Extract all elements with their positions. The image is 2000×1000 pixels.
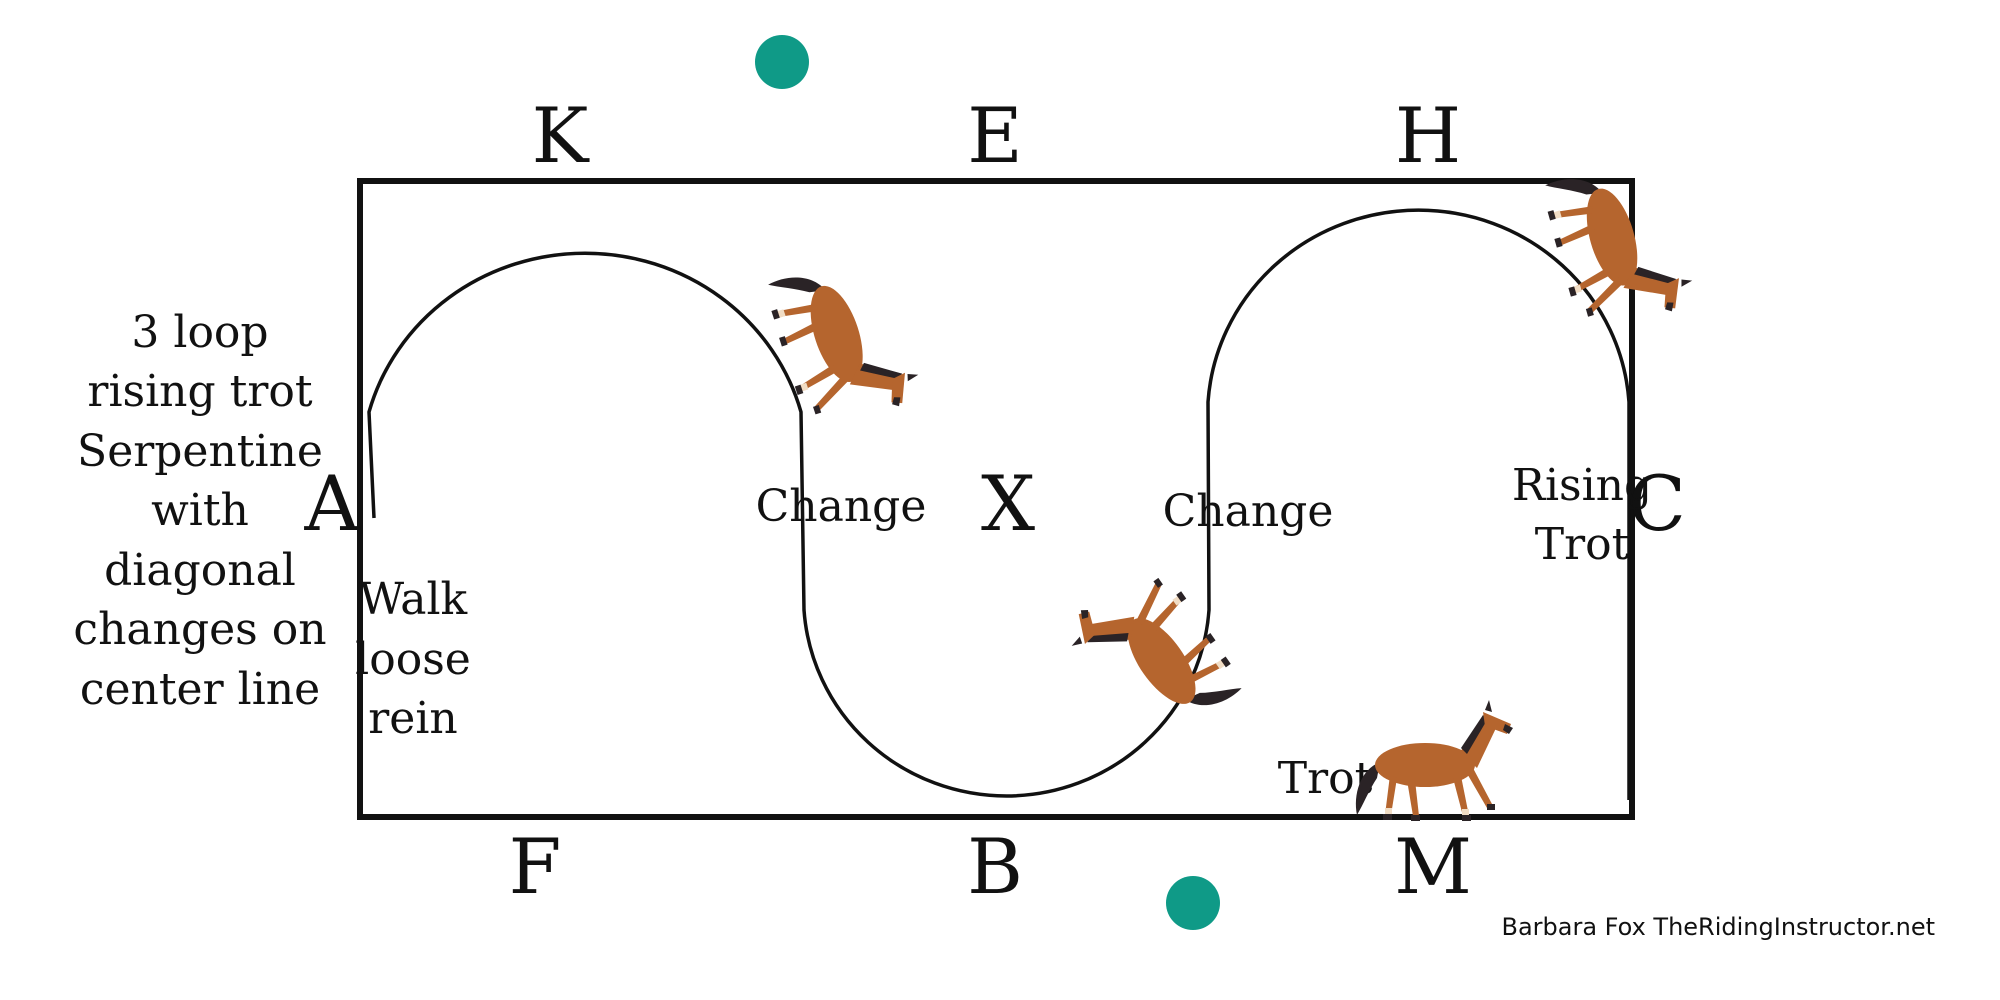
title-line: rising trot <box>87 366 312 417</box>
marker-letter-x: X <box>981 459 1035 548</box>
title-line: center line <box>80 664 320 715</box>
horse-icon <box>762 248 926 435</box>
marker-letter-h: H <box>1395 91 1461 180</box>
walk-label: loose <box>355 634 471 685</box>
horse-icon <box>1057 556 1248 755</box>
title-line: 3 loop <box>131 307 268 358</box>
marker-letter-m: M <box>1394 822 1472 911</box>
arena-outline <box>357 178 1635 820</box>
horse-icon <box>1355 700 1513 821</box>
credit-text: Barbara Fox TheRidingInstructor.net <box>1502 913 1936 941</box>
teal-dot-icon <box>755 35 809 89</box>
change-label: Change <box>1163 486 1334 537</box>
title-line: with <box>151 485 249 536</box>
marker-letter-k: K <box>532 91 590 180</box>
title-line: Serpentine <box>77 426 323 477</box>
title-line: changes on <box>73 604 326 655</box>
diagram-title: 3 loop rising trot Serpentine with diago… <box>73 307 326 715</box>
rising-trot-label: Trot <box>1535 519 1630 570</box>
change-label: Change <box>756 481 927 532</box>
title-line: diagonal <box>104 545 296 596</box>
marker-letter-e: E <box>967 91 1022 180</box>
serpentine-path <box>367 208 1631 800</box>
rising-trot-label: Rising <box>1512 460 1652 511</box>
walk-label: rein <box>368 693 457 744</box>
marker-letter-a: A <box>304 459 361 548</box>
marker-letter-f: F <box>509 822 562 911</box>
marker-letter-b: B <box>967 822 1023 911</box>
teal-dot-icon <box>1166 876 1220 930</box>
marker-letter-c: C <box>1628 459 1686 548</box>
walk-label: Walk <box>359 574 468 625</box>
